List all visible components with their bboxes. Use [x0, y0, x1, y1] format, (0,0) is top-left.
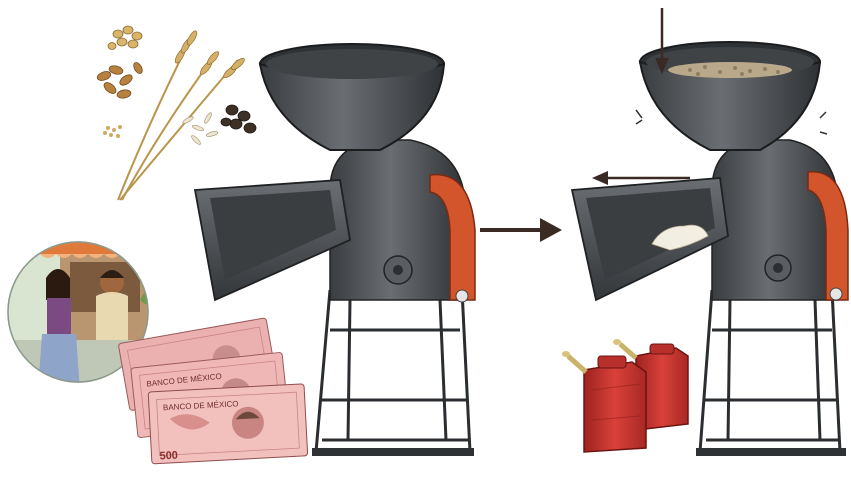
hopper-grain — [668, 62, 792, 78]
grains-group — [96, 26, 256, 200]
arrow-right-icon — [480, 218, 562, 242]
rice-grains — [182, 112, 219, 146]
small-seeds — [103, 125, 122, 138]
banknote-front: BANCO DE MÉXICO 500 — [148, 384, 308, 464]
black-beans — [221, 105, 256, 133]
bean-pile — [96, 61, 144, 99]
mill-stand-right — [700, 290, 840, 452]
banknotes: BANCO DE MÉXICO BANCO DE MÉXICO 500 — [118, 318, 308, 464]
mill-base — [312, 448, 474, 456]
mill-stand — [316, 290, 470, 452]
mill-base-right — [696, 448, 846, 456]
fuel-can-front — [562, 351, 646, 452]
fuel-cans — [562, 339, 688, 452]
wheat-heads — [173, 30, 246, 80]
denomination-label: 500 — [159, 450, 178, 463]
corn-kernels — [108, 26, 142, 50]
